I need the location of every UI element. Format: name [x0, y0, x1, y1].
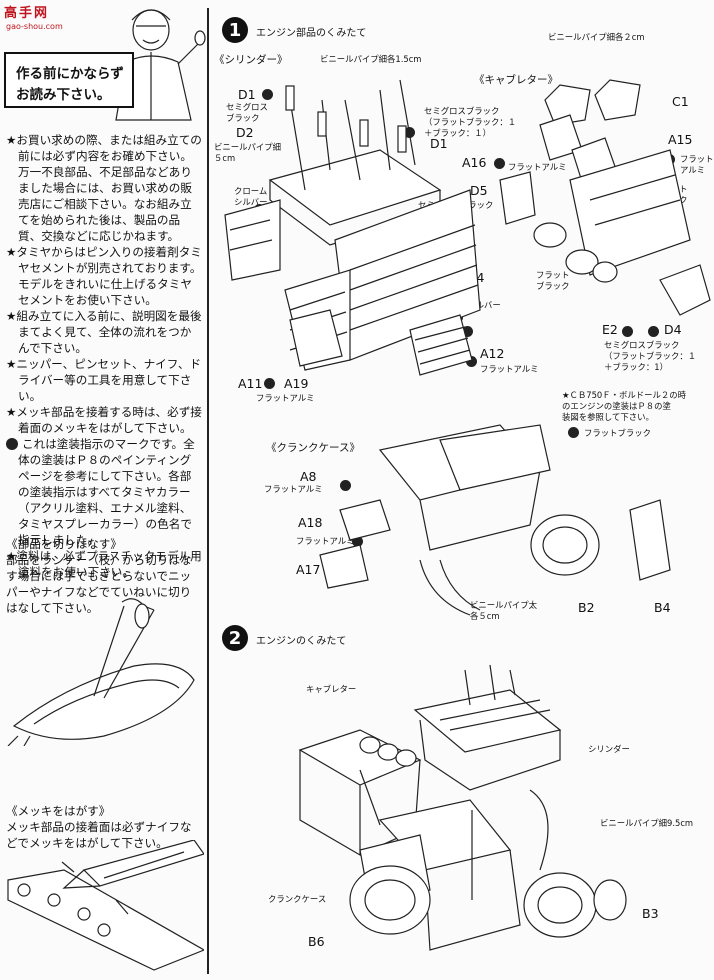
paint-mark-icon [466, 356, 477, 367]
part-label-d1-b: D1 [430, 136, 448, 151]
paint-mark-icon [262, 89, 273, 100]
part-label-d1: D1 [238, 87, 256, 102]
paint-flat-alu-a11: フラットアルミ [256, 393, 315, 403]
cut-parts-text: 部品をランナー（枝）から切りはなす場合には手でもぎとらないでニッパーやナイフなど… [6, 553, 192, 615]
paint-flat-black-crank: フラットブラック [584, 428, 651, 438]
paint-mark-icon [568, 427, 579, 438]
paint-mark-icon [462, 326, 473, 337]
mechanic-illustration [115, 9, 206, 121]
part-label-a17: A17 [296, 562, 321, 577]
part-label-b2: B2 [578, 600, 595, 615]
bullet-read-through: ★組み立てに入る前に、説明図を最後まてよく見て、全体の流れをつかんで下さい。 [6, 309, 202, 355]
paint-flat-alu-a8: フラットアルミ [264, 484, 323, 494]
paint-mark-icon [352, 536, 363, 547]
bullet-tools: ★ニッパー、ピンセット、ナイフ、ドライバー等の工具を用意して下さい。 [6, 357, 202, 403]
step-2-engine-assembly-drawing [298, 664, 627, 951]
tube-thick-label: ビニールパイプ太 各５cm [470, 600, 537, 621]
paint-mark-icon [648, 326, 659, 337]
site-logo: 高手网 [4, 6, 50, 21]
knife-scraping-illustration [7, 840, 204, 971]
tube-5cm-label: ビニールパイプ細 ５cm [214, 142, 281, 163]
part-label-a15: A15 [668, 132, 693, 147]
instruction-bullets: ★お買い求めの際、または組み立ての前には必ず内容をお確め下さい。万一不良部品、不… [6, 132, 202, 580]
tube-2cm-label: ビニールパイプ細各２cm [548, 32, 645, 42]
carburetor-heading: 《キャブレター》 [474, 74, 558, 86]
nipper-cutting-illustration [7, 598, 195, 746]
paint-mark-icon [340, 480, 351, 491]
cb750-paint-note: ★ＣＢ750Ｆ・ボルドール２の時 のエンジンの塗装はＰ８の塗 装図を参照して下さ… [562, 390, 686, 422]
paint-mark-icon [622, 326, 633, 337]
bullet-paint-type: ★塗料は、必ずプラスチックモデル用塗料をお使い下さい。 [6, 549, 202, 579]
remove-chrome-text: メッキ部品の接着面は必ずナイフなどでメッキをはがして下さい。 [6, 820, 192, 850]
bullet-chrome-parts: ★メッキ部品を接着する時は、必ず接着面のメッキをはがして下さい。 [6, 405, 202, 435]
paint-mix-black-e2: セミグロスブラック （フラットブラック：１ ＋ブラック：1） [604, 340, 697, 372]
paint-flat-alu-a18: フラットアルミ [296, 536, 355, 546]
cut-parts-heading: 《部品を切りはなす》 [6, 537, 122, 551]
part-label-d2: D2 [236, 125, 254, 140]
part-label-e2: E2 [602, 322, 618, 337]
step-2-carburetor-label: キャブレター [306, 684, 357, 694]
bullet-check-contents: ★お買い求めの際、または組み立ての前には必ず内容をお確め下さい。万一不良部品、不… [6, 133, 202, 243]
part-label-a19: A19 [284, 376, 309, 391]
site-logo-sub: gao-shou.com [6, 22, 63, 31]
step-2-crankcase-label: クランクケース [268, 894, 327, 904]
read-first-box [4, 52, 134, 108]
paint-mark-icon [264, 378, 275, 389]
step-1-badge: 1 [222, 17, 248, 43]
part-label-b4: B4 [654, 600, 671, 615]
paint-flat-alu-a16: フラットアルミ [508, 162, 567, 172]
part-label-a8: A8 [300, 469, 317, 484]
column-divider [207, 8, 209, 974]
part-label-c1: C1 [672, 94, 689, 109]
paint-mark-icon [494, 158, 505, 169]
paint-flat-alu-a15: フラット アルミ [680, 154, 714, 175]
step-2-title: エンジンのくみたて [256, 636, 347, 647]
cut-parts-section: 《部品を切りはなす》 部品をランナー（枝）から切りはなす場合には手でもぎとらない… [6, 536, 202, 616]
step-1-title: エンジン部品のくみたて [256, 28, 367, 39]
step-2-badge: 2 [222, 625, 248, 651]
step-2-cylinder-label: シリンダー [588, 744, 630, 754]
part-label-d5: D5 [470, 183, 488, 198]
paint-semigloss-black: セミグロス ブラック [226, 102, 268, 123]
step-1-engine-drawings [224, 79, 711, 616]
crankcase-heading: 《クランクケース》 [266, 442, 360, 454]
paint-mark-icon [6, 438, 18, 450]
read-first-text: 作る前にかならず お読み下さい。 [16, 66, 124, 103]
tube-1-5cm-label: ビニールパイプ細各1.5cm [320, 54, 422, 64]
remove-chrome-section: 《メッキをはがす》 メッキ部品の接着面は必ずナイフなどでメッキをはがして下さい。 [6, 803, 202, 851]
part-label-b3: B3 [642, 906, 659, 921]
part-label-a11: A11 [238, 376, 263, 391]
cylinder-heading: 《シリンダー》 [214, 54, 288, 66]
part-label-a16: A16 [462, 155, 487, 170]
part-label-a18: A18 [298, 515, 323, 530]
part-label-a12: A12 [480, 346, 505, 361]
bullet-paint-mark: これは塗装指示のマークです。全体の塗装はＰ８のペインティングページを参考にして下… [6, 436, 202, 548]
paint-mix-black: セミグロスブラック （フラットブラック：１ ＋ブラック：１） [424, 106, 517, 138]
paint-flat-black-mid: フラット ブラック [536, 270, 570, 291]
remove-chrome-heading: 《メッキをはがす》 [6, 804, 111, 818]
part-label-b6: B6 [308, 934, 325, 949]
part-label-d4: D4 [664, 322, 682, 337]
bullet-tamiya-cement: ★タミヤからはピン入りの接着剤タミヤセメントが別売されております。モデルをきれい… [6, 245, 202, 307]
paint-flat-alu-a12: フラットアルミ [480, 364, 539, 374]
paint-chrome-silver: クローム シルバー [234, 186, 268, 207]
tube-9-5cm-label: ビニールパイプ細9.5cm [600, 818, 694, 828]
